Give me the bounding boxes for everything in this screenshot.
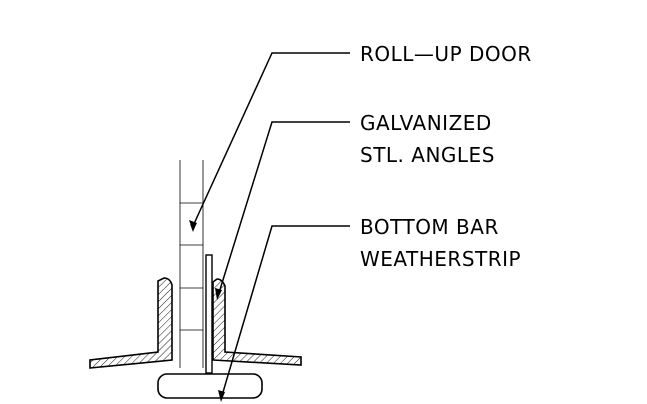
left-galvanized-angle	[89, 277, 173, 369]
label-bottom-bar: BOTTOM BAR	[360, 215, 499, 239]
label-roll-up-door: ROLL—UP DOOR	[360, 42, 532, 66]
right-galvanized-angle	[212, 278, 302, 366]
leader-weatherstrip	[218, 225, 350, 402]
bottom-bar-plate	[205, 254, 213, 374]
label-stl-angles: STL. ANGLES	[360, 143, 495, 167]
label-galvanized: GALVANIZED	[360, 111, 492, 135]
leader-roll-up-door	[189, 52, 350, 232]
bottom-bar-weatherstrip-shape	[157, 373, 263, 399]
label-weatherstrip: WEATHERSTRIP	[360, 247, 521, 271]
roll-up-door-panel	[179, 160, 204, 368]
leader-galvanized-angles	[215, 121, 350, 300]
